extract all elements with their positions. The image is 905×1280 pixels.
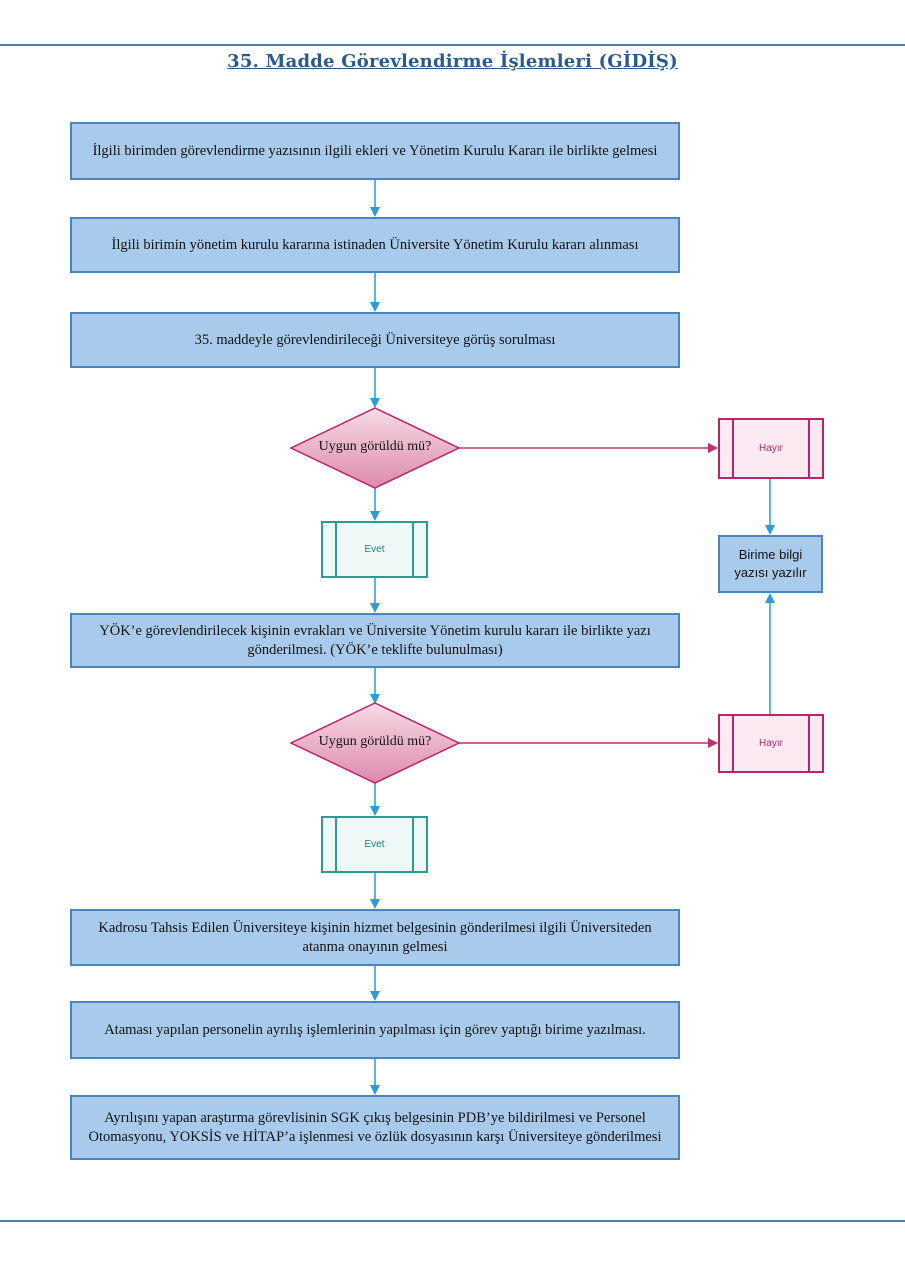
evet-box-1: Evet <box>321 521 428 578</box>
step-3-box: 35. maddeyle görevlendirileceği Üniversi… <box>70 312 680 368</box>
evet-box-1-label: Evet <box>364 544 385 555</box>
step-2-box: İlgili birimin yönetim kurulu kararına i… <box>70 217 680 273</box>
hayir-box-1: Hayır <box>718 418 824 479</box>
decision-diamond-2 <box>289 702 461 784</box>
step-5-box: Kadrosu Tahsis Edilen Üniversiteye kişin… <box>70 909 680 966</box>
hayir-box-1-left-bar <box>732 420 734 477</box>
evet-box-1-left-bar <box>335 523 337 576</box>
decision-2-label: Uygun görüldü mü? <box>318 734 432 749</box>
step-6-box: Ataması yapılan personelin ayrılış işlem… <box>70 1001 680 1059</box>
step-4-box: YÖK’e görevlendirilecek kişinin evraklar… <box>70 613 680 668</box>
step-7-box: Ayrılışını yapan araştırma görevlisinin … <box>70 1095 680 1160</box>
evet-box-2-left-bar <box>335 818 337 871</box>
hayir-box-2-right-bar <box>808 716 810 771</box>
decision-diamond-1 <box>289 407 461 489</box>
hayir-box-1-label: Hayır <box>759 443 783 454</box>
step-1-box: İlgili birimden görevlendirme yazısının … <box>70 122 680 180</box>
page-title: 35. Madde Görevlendirme İşlemleri (GİDİŞ… <box>227 51 678 72</box>
evet-box-2: Evet <box>321 816 428 873</box>
hayir-box-1-right-bar <box>808 420 810 477</box>
top-rule <box>0 44 905 46</box>
evet-box-2-label: Evet <box>364 839 385 850</box>
hayir-box-2-label: Hayır <box>759 738 783 749</box>
decision-1-label: Uygun görüldü mü? <box>318 439 432 454</box>
evet-box-1-right-bar <box>412 523 414 576</box>
evet-box-2-right-bar <box>412 818 414 871</box>
hayir-box-2: Hayır <box>718 714 824 773</box>
side-info-box: Birime bilgi yazısı yazılır <box>718 535 823 593</box>
bottom-rule <box>0 1220 905 1222</box>
hayir-box-2-left-bar <box>732 716 734 771</box>
